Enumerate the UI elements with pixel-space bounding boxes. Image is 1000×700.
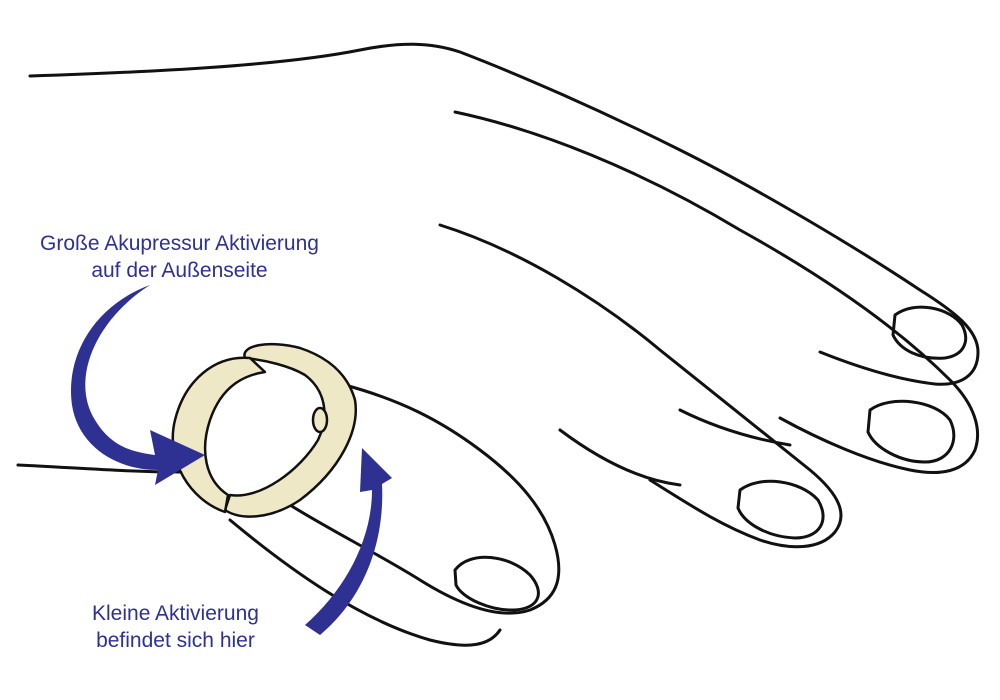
acupressure-ring — [171, 342, 357, 518]
large-activation-arrow — [70, 285, 205, 485]
fingernails — [453, 305, 968, 612]
small-activation-label-line1: Kleine Aktivierung — [92, 602, 259, 625]
small-activation-nub — [311, 406, 329, 434]
large-activation-label: Große Akupressur Aktivierung auf der Auß… — [40, 230, 319, 284]
small-activation-label-line2: befindet sich hier — [96, 629, 255, 652]
large-activation-label-line1: Große Akupressur Aktivierung — [40, 232, 319, 255]
hand-outline — [16, 42, 980, 647]
small-activation-label: Kleine Aktivierung befindet sich hier — [92, 600, 259, 654]
large-activation-label-line2: auf der Außenseite — [91, 259, 268, 282]
small-activation-arrow — [305, 448, 392, 635]
